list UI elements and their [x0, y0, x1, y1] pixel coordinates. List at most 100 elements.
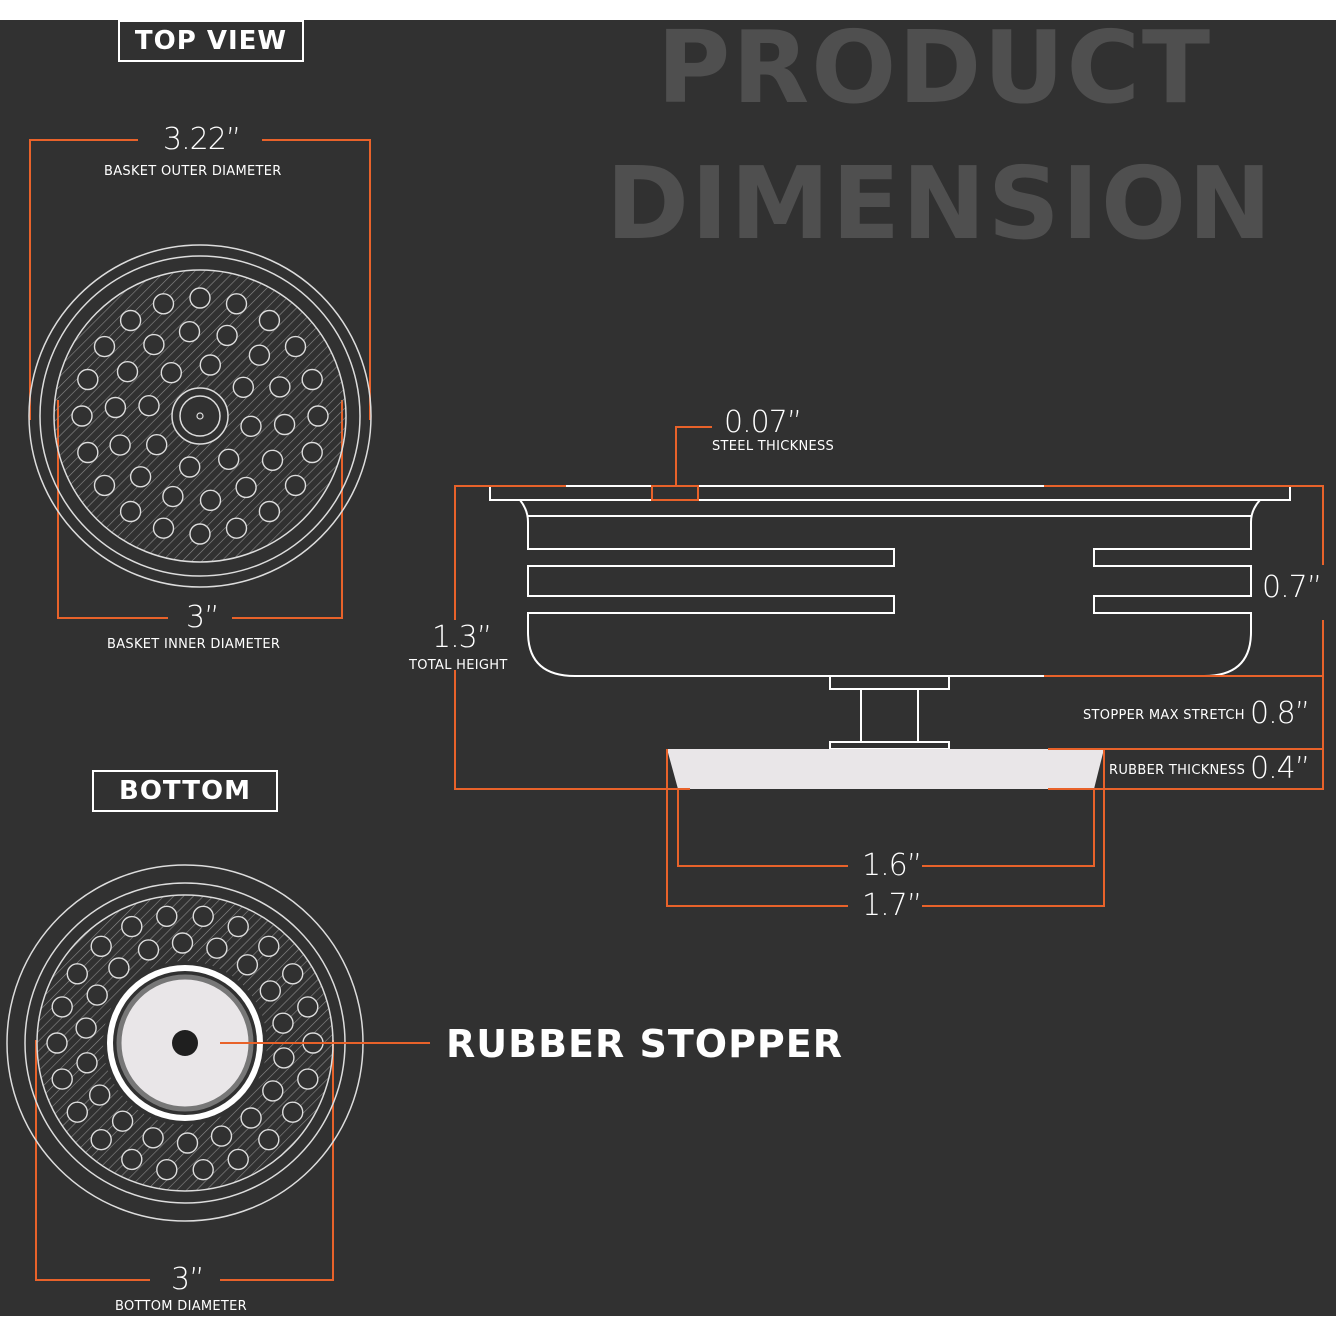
inner-diameter-label: BASKET INNER DIAMETER	[107, 637, 281, 652]
perforation-hole	[137, 939, 160, 961]
perforation-hole	[232, 376, 255, 398]
stopper-stretch-value: 0.8”	[1250, 696, 1310, 731]
inner-diameter-value: 3”	[186, 600, 220, 635]
perforation-hole	[240, 1107, 262, 1129]
perforation-hole	[282, 963, 304, 985]
perforation-hole	[66, 1101, 89, 1123]
perforation-hole	[138, 395, 160, 417]
perforation-hole	[178, 321, 201, 343]
diagram-graphics	[6, 139, 1324, 1281]
perforation-hole	[156, 1158, 178, 1181]
perforation-hole	[178, 456, 201, 478]
total-height-label: TOTAL HEIGHT	[409, 658, 508, 673]
perforation-hole	[88, 1084, 111, 1106]
perforation-hole	[210, 1125, 233, 1147]
side-view-dimensions	[454, 426, 1324, 907]
perforation-hole	[225, 517, 248, 539]
perforation-hole	[145, 434, 168, 456]
perforation-hole	[90, 935, 112, 957]
perforation-hole	[258, 309, 281, 332]
bottom-view-drawing	[6, 864, 430, 1281]
perforation-hole	[235, 476, 257, 499]
bottom-diameter-label: BOTTOM DIAMETER	[115, 1299, 248, 1314]
perforation-hole	[258, 500, 281, 523]
perforation-hole	[156, 905, 178, 927]
perforation-hole	[189, 287, 211, 309]
perforation-hole	[192, 905, 214, 927]
perforation-hole	[216, 324, 238, 347]
perforation-hole	[129, 466, 152, 488]
perforation-hole	[152, 293, 175, 315]
perforation-hole	[199, 354, 222, 376]
stopper-inner-width-value: 1.6”	[862, 848, 922, 883]
perforation-hole	[104, 396, 127, 419]
perforation-hole	[93, 335, 116, 358]
top-view-label: TOP VIEW	[118, 20, 304, 62]
perforation-hole	[199, 489, 222, 511]
perforation-hole	[160, 362, 183, 384]
steel-thickness-label: STEEL THICKNESS	[712, 439, 835, 454]
perforation-hole	[171, 932, 194, 954]
rubber-thickness-value: 0.4”	[1250, 751, 1310, 786]
perforation-hole	[51, 996, 73, 1018]
top-view-drawing	[28, 139, 372, 619]
perforation-hole	[119, 309, 142, 332]
stopper-stretch-label: STOPPER MAX STRETCH	[1083, 708, 1245, 723]
perforation-hole	[108, 957, 130, 979]
outer-diameter-value: 3.22”	[163, 122, 241, 157]
perforation-hole	[206, 937, 228, 959]
perforation-hole	[121, 1148, 143, 1171]
perforation-hole	[227, 915, 249, 938]
basket-height-value: 0.7”	[1262, 570, 1322, 605]
perforation-hole	[46, 1032, 68, 1054]
perforation-hole	[297, 1068, 319, 1090]
perforation-hole	[75, 1017, 97, 1039]
perforation-hole	[66, 963, 89, 985]
perforation-hole	[162, 485, 184, 508]
rubber-thickness-label: RUBBER THICKNESS	[1109, 763, 1246, 778]
perforation-hole	[152, 517, 175, 539]
perforation-hole	[176, 1132, 199, 1154]
rubber-stopper-side	[667, 749, 1104, 789]
diagram-canvas: PRODUCT DIMENSION TOP VIEW BOTTOM	[0, 20, 1336, 1316]
perforation-hole	[240, 415, 262, 437]
perforation-hole	[76, 1052, 98, 1074]
perforation-hole	[90, 1128, 112, 1151]
perforation-hole	[86, 984, 108, 1006]
rubber-stopper-label: RUBBER STOPPER	[446, 1022, 844, 1066]
perforation-hole	[258, 1128, 280, 1151]
perforation-hole	[119, 500, 142, 523]
perforation-hole	[121, 915, 143, 938]
outer-diameter-label: BASKET OUTER DIAMETER	[104, 164, 282, 179]
bottom-label: BOTTOM	[92, 770, 278, 812]
perforation-hole	[116, 361, 139, 383]
perforation-hole	[236, 954, 259, 976]
perforation-hole	[273, 413, 296, 436]
perforation-hole	[284, 335, 307, 358]
perforation-hole	[261, 449, 284, 471]
perforation-hole	[77, 441, 99, 464]
steel-thickness-value: 0.07”	[724, 405, 802, 440]
perforation-hole	[225, 293, 248, 315]
perforation-hole	[77, 368, 99, 391]
perforation-hole	[93, 474, 116, 497]
perforation-hole	[262, 1080, 284, 1102]
perforation-hole	[71, 405, 93, 427]
headline-dimension: DIMENSION	[606, 145, 1274, 262]
perforation-hole	[272, 1012, 294, 1034]
side-view-drawing	[489, 485, 1291, 750]
perforation-hole	[143, 333, 165, 356]
perforation-hole	[273, 1047, 295, 1069]
perforation-hole	[297, 996, 319, 1018]
perforation-hole	[258, 935, 280, 957]
perforation-hole	[282, 1101, 304, 1123]
perforation-hole	[269, 376, 291, 398]
perforation-hole	[109, 434, 131, 456]
perforation-hole	[301, 441, 323, 464]
total-height-value: 1.3”	[432, 620, 492, 655]
perforation-hole	[301, 368, 323, 391]
perforation-hole	[259, 980, 281, 1002]
perforation-hole	[227, 1148, 249, 1171]
perforation-hole	[248, 344, 271, 366]
perforation-hole	[217, 448, 240, 470]
